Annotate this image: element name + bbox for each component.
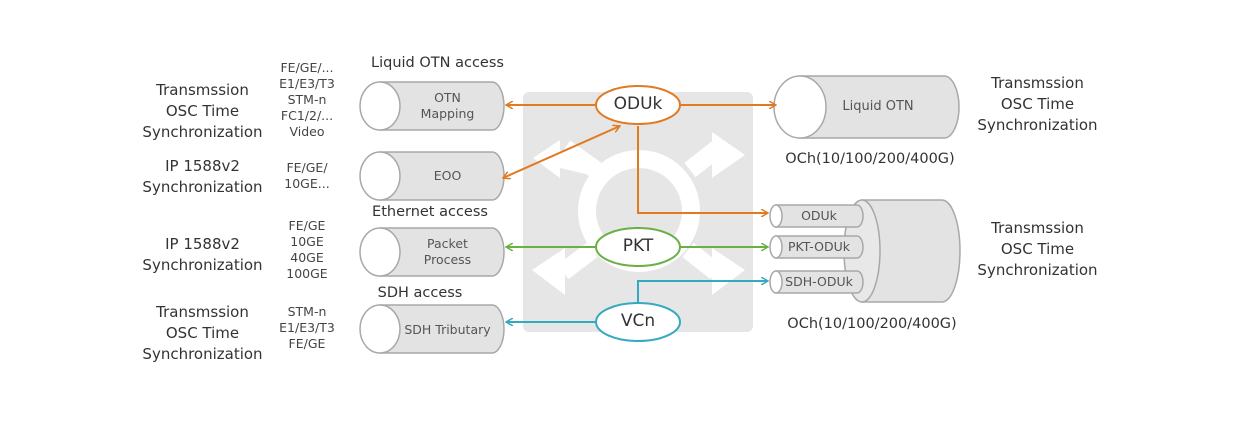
cylinder-packet-process <box>359 227 505 277</box>
link-vcn-to-sdh-oduk <box>637 281 768 304</box>
interface-list-2: FE/GE/ 10GE... <box>284 160 330 191</box>
left-sync-label-4: Transmssion OSC Time Synchronization <box>142 303 263 363</box>
interface-list-1: FE/GE/... E1/E3/T3 STM-n FC1/2/... Video <box>279 60 335 139</box>
node-label-oduk: ODUk <box>613 94 663 114</box>
left-sync-label-3: IP 1588v2 Synchronization <box>142 235 263 274</box>
node-label-vcn: VCn <box>620 311 656 331</box>
cylinder-otn-mapping <box>359 81 505 131</box>
cylinder-eoo <box>359 151 505 201</box>
och-label-top: OCh(10/100/200/400G) <box>785 151 955 167</box>
node-pkt <box>595 227 681 267</box>
sub-cylinder-label-pkt-oduk: PKT-ODUk <box>788 239 850 254</box>
cylinder-label-packet-process: Packet Process <box>423 236 472 267</box>
link-oduk-eoo <box>503 126 620 178</box>
cylinder-label-eoo: EOO <box>433 168 462 183</box>
sub-cylinder-label-sdh-oduk: SDH-ODUk <box>785 274 853 289</box>
node-oduk <box>595 85 681 125</box>
cylinder-label-liquid-otn: Liquid OTN <box>842 99 914 114</box>
sub-cylinder-label-oduk: ODUk <box>801 208 837 223</box>
node-label-pkt: PKT <box>622 236 654 256</box>
link-oduk-to-sub-oduk <box>637 126 768 213</box>
left-sync-label-2: IP 1588v2 Synchronization <box>142 157 263 196</box>
node-vcn <box>595 302 681 342</box>
right-sync-label-1: Transmssion OSC Time Synchronization <box>977 74 1098 134</box>
cylinder-sdh-tributary <box>359 304 505 354</box>
cylinder-sub-oduk <box>769 204 864 228</box>
cylinder-sub-pkt-oduk <box>769 235 864 259</box>
cylinder-label-otn-mapping: OTN Mapping <box>420 90 475 121</box>
left-sync-label-1: Transmssion OSC Time Synchronization <box>142 81 263 141</box>
och-label-bottom: OCh(10/100/200/400G) <box>787 316 957 332</box>
interface-list-3: FE/GE 10GE 40GE 100GE <box>286 218 328 281</box>
cylinder-liquid-otn <box>773 75 960 139</box>
cylinder-label-sdh-tributary: SDH Tributary <box>404 322 491 337</box>
section-liquid-otn-access: Liquid OTN access <box>371 55 504 71</box>
interface-list-4: STM-n E1/E3/T3 FE/GE <box>279 304 335 351</box>
right-sync-label-2: Transmssion OSC Time Synchronization <box>977 219 1098 279</box>
cylinder-sub-sdh-oduk <box>769 270 864 294</box>
section-sdh-access: SDH access <box>377 285 463 301</box>
section-ethernet-access: Ethernet access <box>372 204 488 220</box>
